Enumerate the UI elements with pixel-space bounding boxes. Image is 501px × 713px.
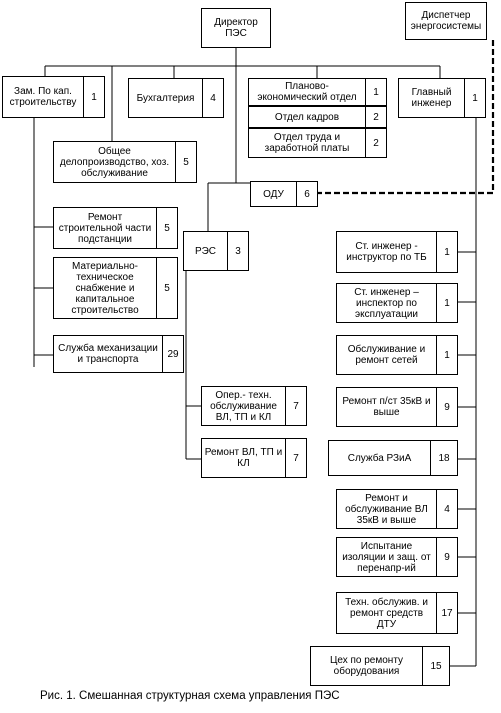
equipment-repair-shop-box: Цех по ремонту оборудования 15 [310, 646, 450, 686]
unit-count: 15 [422, 647, 449, 685]
unit-count: 5 [175, 142, 196, 182]
unit-count: 1 [436, 336, 457, 374]
unit-count: 2 [365, 107, 386, 127]
unit-count: 3 [227, 232, 248, 270]
unit-label: Обслуживание и ремонт сетей [347, 344, 426, 366]
unit-count: 29 [162, 336, 183, 372]
unit-count: 1 [365, 79, 386, 105]
chief-engineer-box: Главный инженер 1 [398, 78, 486, 118]
relay-protection-box: Служба РЗиА 18 [328, 440, 458, 476]
unit-label: ОДУ [263, 188, 284, 200]
unit-label: Ремонт и обслуживание ВЛ 35кВ и выше [345, 492, 428, 526]
unit-label: Материально-техническое снабжение и капи… [71, 260, 139, 316]
unit-count: 5 [156, 258, 177, 318]
labor-wages-dept-box: Отдел труда и заработной платы 2 [248, 128, 387, 158]
unit-label: Служба РЗиА [347, 452, 412, 464]
dtu-maintenance-box: Техн. обслужив. и ремонт средств ДТУ 17 [336, 592, 458, 634]
unit-count: 1 [436, 284, 457, 322]
unit-label: Ремонт п/ст 35кВ и выше [342, 396, 431, 418]
insulation-testing-box: Испытание изоляции и защ. от перенапр-ий… [336, 537, 458, 577]
unit-label: Испытание изоляции и защ. от перенапр-ий [342, 540, 431, 574]
deputy-capital-construction-box: Зам. По кап. строительству 1 [2, 76, 105, 118]
unit-count: 4 [436, 490, 457, 528]
res-box: РЭС 3 [183, 231, 249, 271]
director-box: Директор ПЭС [201, 8, 271, 48]
unit-count: 7 [285, 387, 306, 425]
unit-label: Общее делопроизводство, хоз. обслуживани… [59, 145, 170, 179]
planning-economic-dept-box: Планово-экономический отдел 1 [248, 78, 387, 106]
unit-count: 6 [296, 182, 317, 206]
unit-label: Цех по ремонту оборудования [329, 655, 404, 677]
unit-count: 1 [464, 79, 485, 117]
unit-label: Техн. обслужив. и ремонт средств ДТУ [345, 596, 428, 630]
operational-maintenance-box: Опер.- техн. обслуживание ВЛ, ТП и КЛ 7 [201, 386, 307, 426]
unit-count: 18 [430, 441, 457, 475]
unit-count: 9 [436, 538, 457, 576]
substation-repair-box: Ремонт строительной части подстанции 5 [53, 207, 178, 249]
line-35kv-maintenance-box: Ремонт и обслуживание ВЛ 35кВ и выше 4 [336, 489, 458, 529]
material-supply-box: Материально-техническое снабжение и капи… [53, 257, 178, 319]
unit-label: Отдел кадров [274, 111, 340, 123]
unit-label: Бухгалтерия [136, 92, 195, 104]
unit-label: Планово-экономический отдел [257, 81, 357, 103]
unit-label: Опер.- техн. обслуживание ВЛ, ТП и КЛ [210, 389, 277, 423]
unit-label: Ст. инженер - инструктор по ТБ [346, 241, 427, 263]
unit-label: Ремонт ВЛ, ТП и КЛ [204, 447, 283, 469]
network-maintenance-box: Обслуживание и ремонт сетей 1 [336, 335, 458, 375]
line-repair-box: Ремонт ВЛ, ТП и КЛ 7 [201, 438, 307, 478]
dispatcher-box: Диспетчер энергосистемы [405, 2, 487, 40]
substation-35kv-repair-box: Ремонт п/ст 35кВ и выше 9 [336, 387, 458, 427]
unit-count: 7 [285, 439, 306, 477]
accounting-box: Бухгалтерия 4 [128, 78, 224, 118]
unit-label: РЭС [194, 245, 217, 257]
unit-label: Отдел труда и заработной платы [264, 132, 350, 154]
unit-label: Ст. инженер – инспектор по эксплуатации [354, 286, 419, 320]
figure-caption: Рис. 1. Смешанная структурная схема упра… [40, 690, 340, 702]
unit-label: Ремонт строительной части подстанции [58, 211, 152, 245]
unit-count: 1 [436, 232, 457, 272]
unit-label: Главный инженер [411, 87, 452, 109]
odu-box: ОДУ 6 [250, 181, 318, 207]
unit-count: 5 [156, 208, 177, 248]
unit-label: Зам. По кап. строительству [9, 86, 77, 108]
unit-count: 4 [202, 79, 223, 117]
safety-instructor-box: Ст. инженер - инструктор по ТБ 1 [336, 231, 458, 273]
operations-inspector-box: Ст. инженер – инспектор по эксплуатации … [336, 283, 458, 323]
unit-count: 1 [83, 77, 104, 117]
unit-count: 17 [436, 593, 457, 633]
unit-count: 9 [436, 388, 457, 426]
mechanization-transport-box: Служба механизации и транспорта 29 [53, 335, 184, 373]
general-office-box: Общее делопроизводство, хоз. обслуживани… [53, 141, 197, 183]
unit-count: 2 [365, 129, 386, 157]
hr-dept-box: Отдел кадров 2 [248, 106, 387, 128]
unit-label: Служба механизации и транспорта [58, 343, 158, 365]
